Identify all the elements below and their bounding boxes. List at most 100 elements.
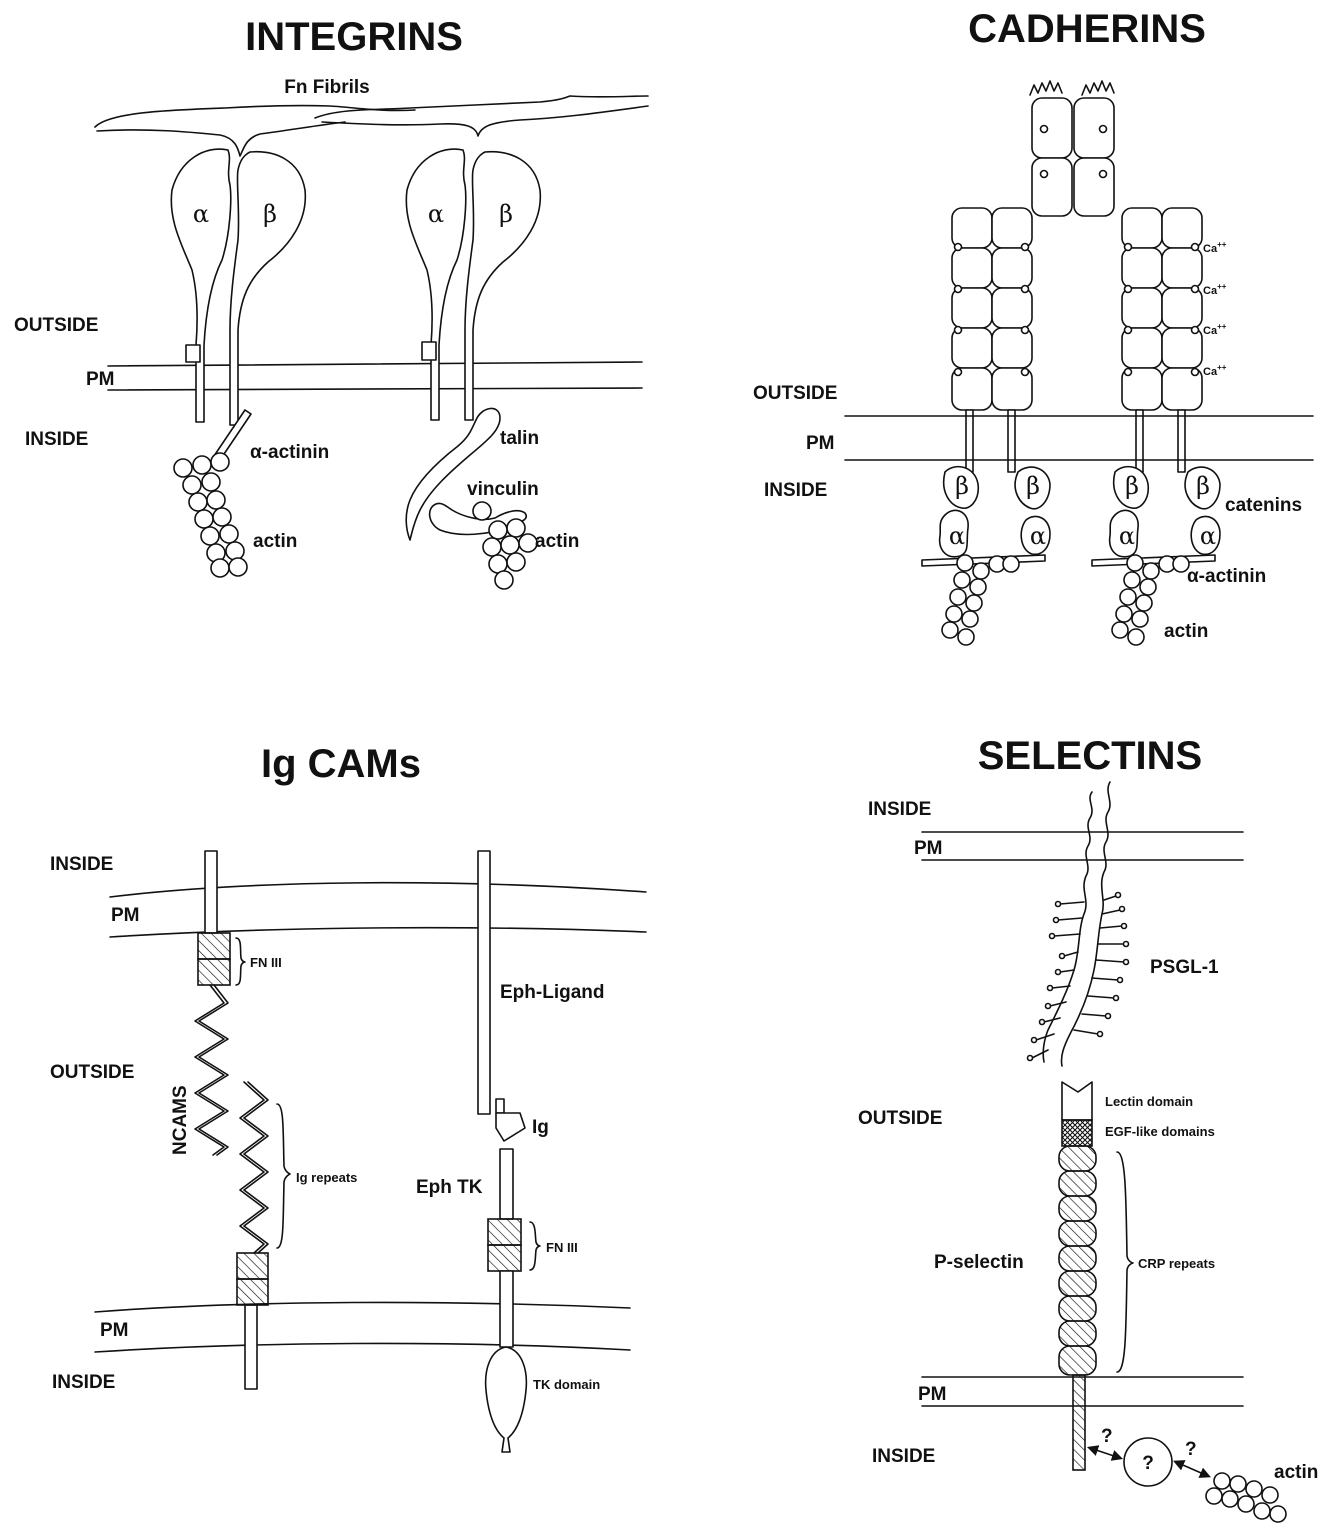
cytoplasmic-tail [1073,1375,1085,1470]
actin-monomer [213,508,231,526]
alpha-symbol: α [428,200,444,228]
calcium-site [1192,327,1199,334]
actin-label: actin [253,531,297,552]
fn-fibril [315,96,648,118]
actin-filament [174,453,247,577]
calcium-site [1125,369,1132,376]
eph-tk-receptor [486,1099,540,1452]
inside-bottom-label: INSIDE [872,1446,935,1467]
fn-fibrils-label: Fn Fibrils [284,77,370,98]
actin-monomer [211,559,229,577]
calcium-site [1192,286,1199,293]
calcium-site [1022,286,1029,293]
fn3-domain [198,959,230,985]
ig-domain-zigzag [240,1082,264,1253]
beta-symbol: β [263,200,277,228]
plasma-membrane [108,388,642,390]
cadherin-end [1082,81,1114,95]
inside-bottom-label: INSIDE [52,1372,115,1393]
crp-brace [1117,1152,1133,1372]
glycan-chains [1028,893,1129,1061]
vinculin-label: vinculin [467,479,539,500]
ig-repeats-label: Ig repeats [296,1170,357,1185]
calcium-labels: Ca++ Ca++ Ca++ Ca++ [1203,240,1227,378]
eph-tk-label: Eph TK [416,1177,483,1198]
actin-monomer [189,493,207,511]
ncam-top: FN III NCAMS [170,851,282,1155]
tk-domain-label: TK domain [533,1377,600,1392]
actin-monomer [183,476,201,494]
actin-monomer [507,553,525,571]
cadherin-end [1030,81,1062,95]
lectin-domain [1062,1082,1092,1120]
pm-top-label: PM [914,838,943,859]
actin-monomer [211,453,229,471]
ig-repeats-brace [277,1104,290,1248]
fn3-domain [237,1279,268,1305]
actin-monomer [202,473,220,491]
alpha-actinin-label: α-actinin [250,442,329,463]
lectin-label: Lectin domain [1105,1094,1193,1109]
pm-top-label: PM [111,905,140,926]
plasma-membrane [110,928,646,937]
fn3-right-label: FN III [546,1240,578,1255]
pm-bottom-label: PM [918,1384,947,1405]
crp-label: CRP repeats [1138,1256,1215,1271]
actin-monomer [483,538,501,556]
fn-fibril [322,106,648,136]
receptor-stalk [500,1271,513,1347]
catenins-left: β β α α [922,467,1050,645]
psgl1-label: PSGL-1 [1150,957,1219,978]
cadherin-domain [1032,158,1072,216]
calcium-site [955,286,962,293]
alpha-symbol: α [1200,522,1216,550]
calcium-site [1022,327,1029,334]
interaction-arrow [1090,1448,1120,1458]
integrin-alpha-subunit [406,149,465,420]
fn3-domain [198,933,230,959]
fn3-domain [488,1219,521,1245]
actin-monomer [229,558,247,576]
interaction-arrow [1176,1462,1208,1476]
outside-label: OUTSIDE [753,383,837,404]
integrin-hinge [422,342,436,360]
talin-label: talin [500,428,539,449]
inside-label: INSIDE [764,480,827,501]
fn3-left-label: FN III [250,955,282,970]
vinculin-head [473,502,491,520]
ncams-label: NCAMS [170,1085,191,1155]
pm-label: PM [806,433,835,454]
cadherin-domain [1074,98,1114,158]
calcium-site [1041,126,1048,133]
calcium-site [1125,327,1132,334]
inside-top-label: INSIDE [50,854,113,875]
ca-label: Ca++ [1203,363,1227,378]
fn3-brace [236,938,245,985]
fn3-domain [488,1245,521,1271]
integrins-title: INTEGRINS [245,15,463,59]
calcium-site [1192,369,1199,376]
alpha-symbol: α [1119,522,1135,550]
integrin-alpha-subunit [171,149,230,422]
selectins-panel: SELECTINS INSIDE PM OUTSIDE PM INSIDE [858,734,1318,1522]
cadherin-dimer-left [952,208,1032,472]
calcium-site [1022,244,1029,251]
actin-monomer [507,519,525,537]
outside-label: OUTSIDE [14,315,98,336]
actin-monomer [495,571,513,589]
cadherin-domain [1074,158,1114,216]
actin-monomer [226,542,244,560]
plasma-membrane [110,883,646,897]
beta-symbol: β [955,472,969,500]
p-selectin [1059,1082,1133,1470]
calcium-site [955,327,962,334]
actin-monomer [193,456,211,474]
psgl1 [1028,782,1129,1066]
beta-symbol: β [499,200,513,228]
cadherins-title: CADHERINS [968,7,1206,51]
question-mark: ? [1101,1426,1113,1447]
fn3-domain [237,1253,268,1279]
ig-domain-zigzag [199,985,228,1155]
actin-monomer [174,459,192,477]
alpha-symbol: α [193,200,209,228]
